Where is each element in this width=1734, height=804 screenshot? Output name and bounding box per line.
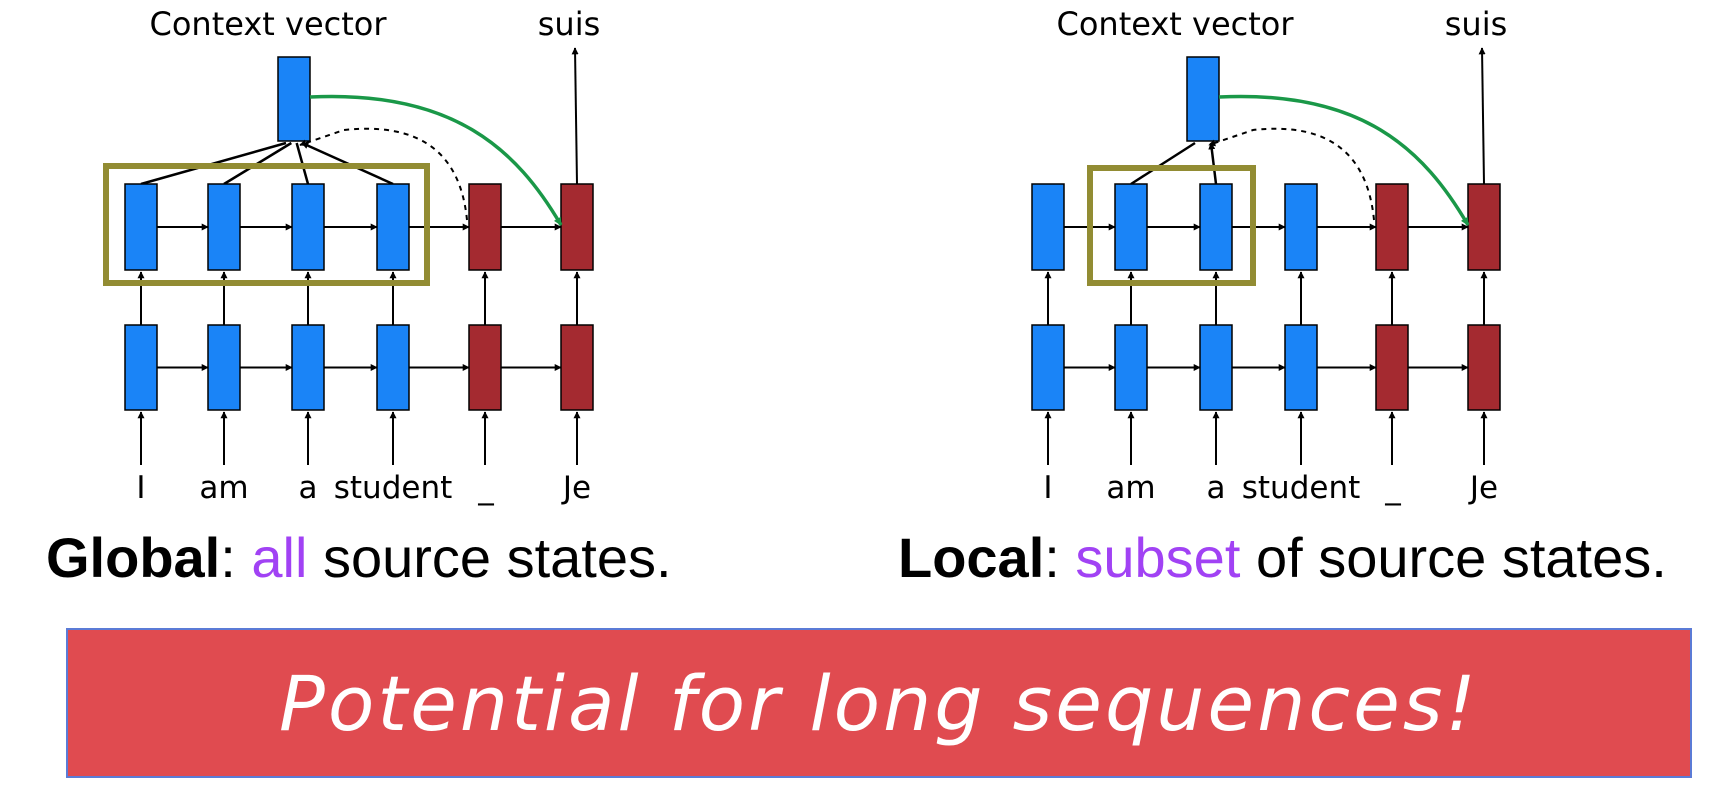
global-caption-term: Global xyxy=(46,526,221,589)
input-word-label: am xyxy=(1106,470,1155,506)
decoder-cell-bottom xyxy=(1375,324,1409,411)
decoder-cell-bottom xyxy=(1467,324,1501,411)
input-word-label: Je xyxy=(1468,470,1498,506)
input-word-label: _ xyxy=(1384,470,1401,506)
encoder-cell-bottom xyxy=(124,324,158,411)
input-word-label: I xyxy=(1043,470,1052,506)
encoder-cell-top xyxy=(1114,183,1148,271)
encoder-cell-top xyxy=(207,183,241,271)
local-caption: Local: subset of source states. xyxy=(898,522,1667,594)
global-caption-sep: : xyxy=(220,526,236,589)
encoder-cell-top xyxy=(376,183,410,271)
attention-weight-line xyxy=(1208,142,1218,185)
encoder-cell-top xyxy=(1284,183,1318,271)
encoder-cell-top xyxy=(291,183,325,271)
dotted-query-arrow xyxy=(299,127,468,221)
input-word-label: student xyxy=(334,470,453,506)
encoder-cell-bottom xyxy=(1284,324,1318,411)
encoder-cell-top xyxy=(1199,183,1233,271)
encoder-cell-bottom xyxy=(207,324,241,411)
attention-window-box xyxy=(1087,165,1256,286)
context-vector xyxy=(277,56,311,142)
encoder-cell-bottom xyxy=(1031,324,1065,411)
banner: Potential for long sequences! xyxy=(66,628,1692,778)
local-caption-term: Local xyxy=(898,526,1045,589)
output-word-label: suis xyxy=(538,5,601,43)
decoder-cell-top xyxy=(1467,183,1501,271)
local-caption-sep: : xyxy=(1044,526,1060,589)
input-word-label: am xyxy=(199,470,248,506)
encoder-cell-top xyxy=(1031,183,1065,271)
banner-text: Potential for long sequences! xyxy=(279,658,1479,748)
attention-window-box xyxy=(103,163,430,286)
output-arrow xyxy=(571,47,579,185)
context-vector-label: Context vector xyxy=(149,5,387,43)
encoder-cell-bottom xyxy=(291,324,325,411)
output-arrow xyxy=(1478,47,1486,185)
context-vector-label: Context vector xyxy=(1056,5,1294,43)
context-arrow xyxy=(309,94,563,226)
dotted-query-arrow xyxy=(1208,127,1375,221)
encoder-cell-top xyxy=(124,183,158,271)
input-word-label: _ xyxy=(477,470,494,506)
decoder-cell-bottom xyxy=(468,324,502,411)
decoder-cell-top xyxy=(560,183,594,271)
local-caption-rest: of source states. xyxy=(1255,526,1667,589)
encoder-cell-bottom xyxy=(376,324,410,411)
global-caption-rest: source states. xyxy=(322,526,672,589)
output-word-label: suis xyxy=(1445,5,1508,43)
input-word-label: a xyxy=(1207,470,1226,506)
attention-weight-line xyxy=(1130,141,1196,186)
decoder-cell-top xyxy=(468,183,502,271)
decoder-cell-bottom xyxy=(560,324,594,411)
input-word-label: a xyxy=(299,470,318,506)
input-word-label: Je xyxy=(561,470,591,506)
context-vector xyxy=(1186,56,1220,142)
input-word-label: I xyxy=(136,470,145,506)
global-caption: Global: all source states. xyxy=(46,522,672,594)
context-arrow xyxy=(1218,94,1470,226)
decoder-cell-top xyxy=(1375,183,1409,271)
encoder-cell-bottom xyxy=(1114,324,1148,411)
encoder-cell-bottom xyxy=(1199,324,1233,411)
global-caption-highlight: all xyxy=(251,526,308,589)
input-word-label: student xyxy=(1242,470,1361,506)
local-caption-highlight: subset xyxy=(1075,526,1241,589)
